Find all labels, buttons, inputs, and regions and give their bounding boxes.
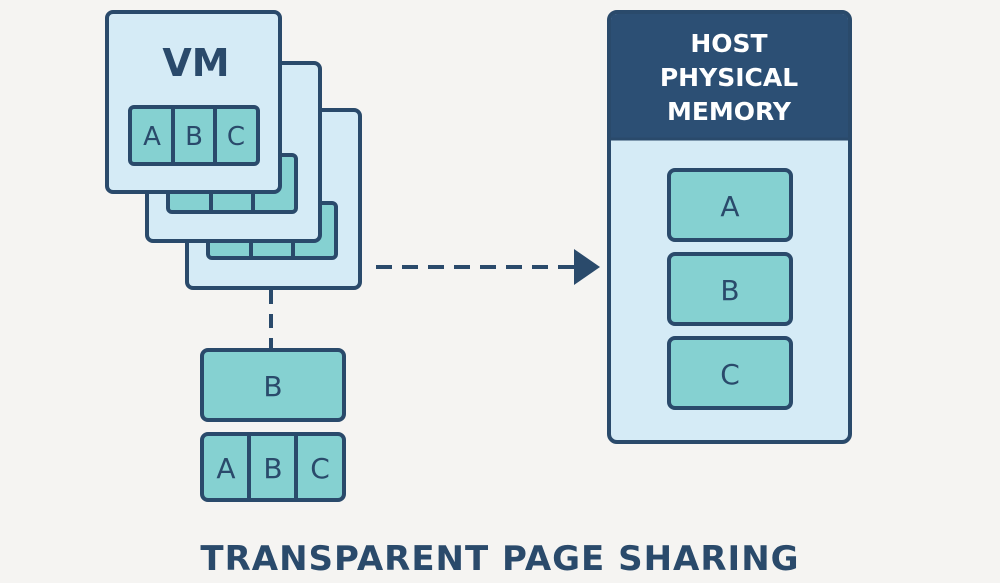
guest-page-label: B: [263, 452, 282, 485]
host-memory-header: [611, 14, 848, 138]
diagram-caption: TRANSPARENT PAGE SHARING: [200, 539, 799, 579]
host-page: C: [667, 336, 793, 410]
shared-page: B: [200, 348, 346, 422]
vm-page-label: A: [143, 122, 161, 152]
guest-page-strip: A B C: [200, 432, 346, 502]
vm-page-label: B: [185, 122, 203, 152]
guest-page-label: A: [216, 452, 235, 485]
shared-page-label: B: [263, 370, 282, 403]
host-page-label: B: [720, 274, 739, 307]
vm-page-strip: A B C: [128, 105, 260, 166]
host-title-line: MEMORY: [667, 97, 792, 126]
host-title-line: HOST: [690, 29, 767, 58]
host-page: A: [667, 168, 793, 242]
host-page: B: [667, 252, 793, 326]
vm-page-label: C: [227, 122, 245, 152]
dashed-arrow: [376, 249, 600, 285]
vm-label: VM: [162, 41, 229, 85]
vm-card-front: VM A B C: [105, 10, 282, 194]
host-memory-panel: HOST PHYSICAL MEMORY A B C: [607, 10, 852, 444]
host-page-label: C: [720, 358, 740, 391]
host-title-line: PHYSICAL: [660, 63, 798, 92]
arrow-head-icon: [574, 249, 600, 285]
guest-page-label: C: [310, 452, 330, 485]
host-page-label: A: [720, 190, 739, 223]
